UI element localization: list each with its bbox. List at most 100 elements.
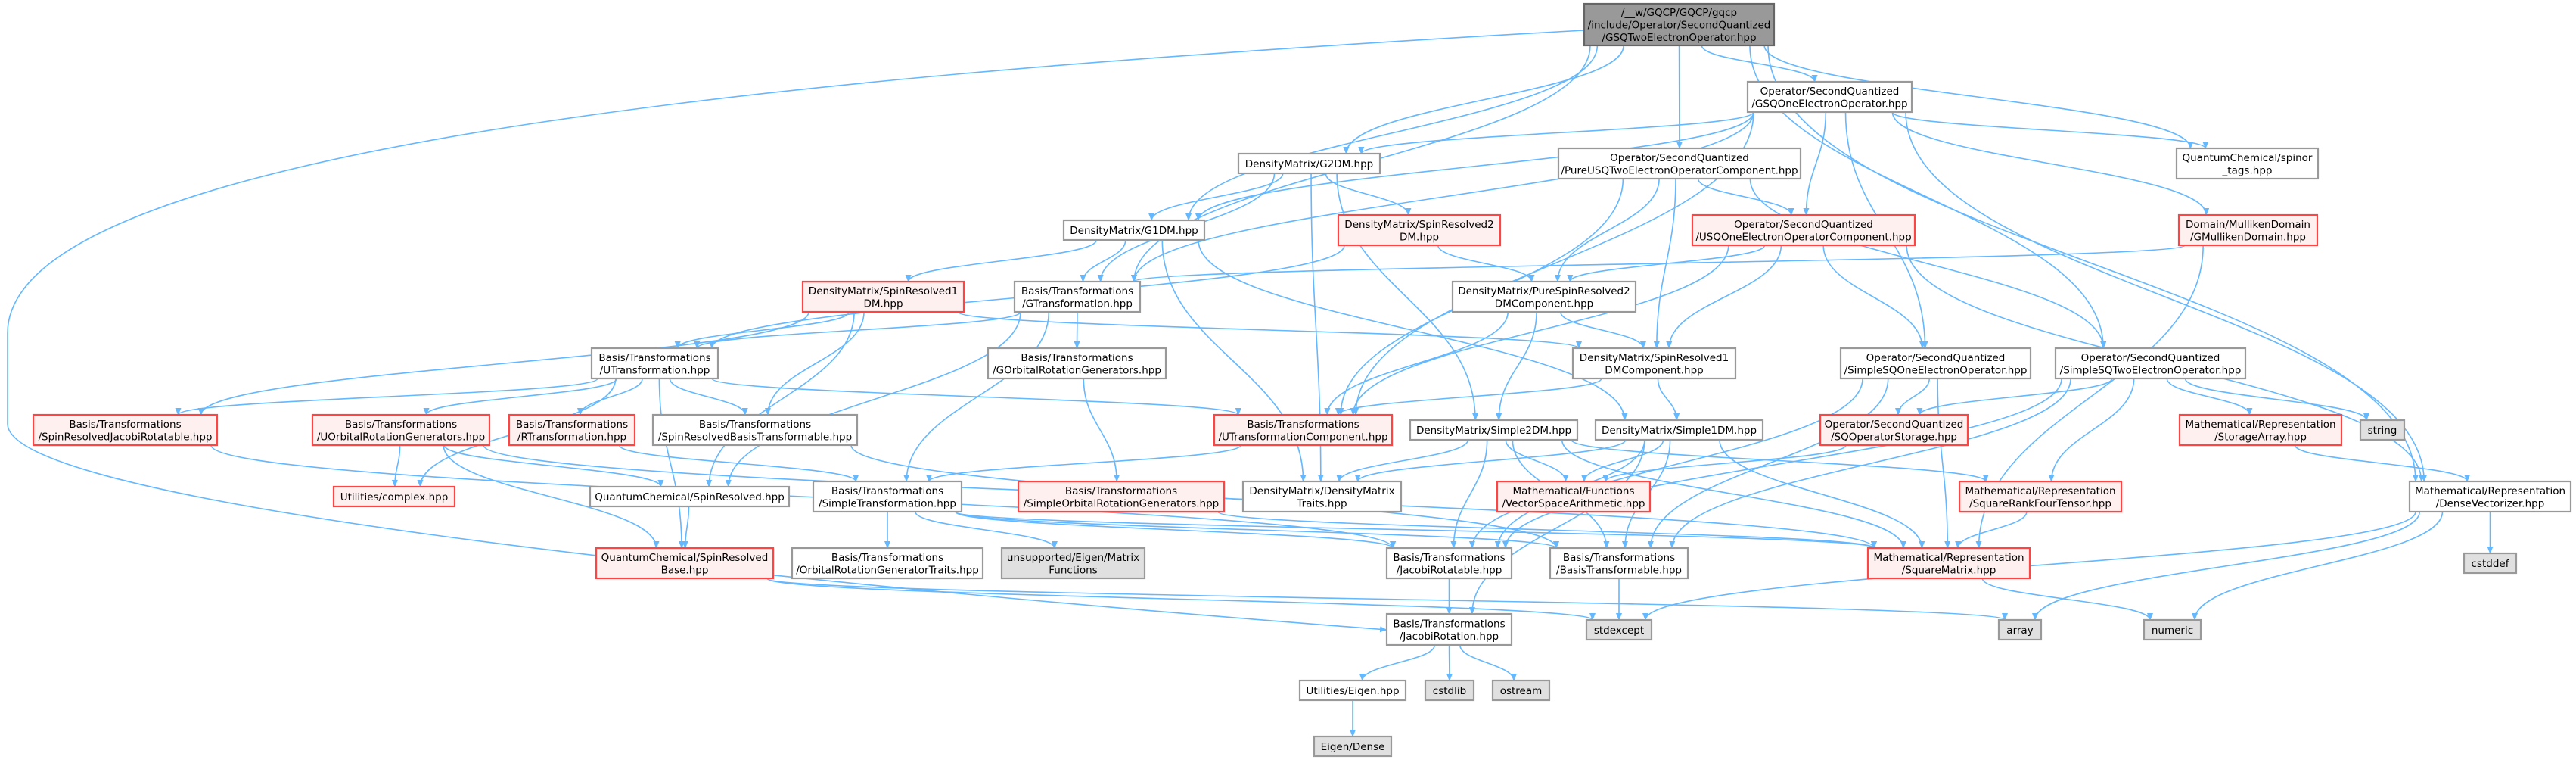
node-box[interactable] — [1958, 480, 2123, 513]
node-vsa[interactable]: Mathematical/Functions/VectorSpaceArithm… — [1496, 480, 1652, 513]
node-simpleorbgen[interactable]: Basis/Transformations/SimpleOrbitalRotat… — [1017, 480, 1226, 513]
edge-simple1dm-to-dmtraits — [1354, 439, 1627, 482]
node-sr1dmc[interactable]: DensityMatrix/SpinResolved1DMComponent.h… — [1571, 347, 1737, 380]
node-mulliken[interactable]: Domain/MullikenDomain/GMullikenDomain.hp… — [2177, 213, 2319, 247]
node-utrans[interactable]: Basis/Transformations/UTransformation.hp… — [590, 347, 719, 380]
node-box[interactable] — [1409, 419, 1579, 441]
node-label: Operator/SecondQuantized — [1825, 419, 1964, 431]
node-box[interactable] — [589, 485, 791, 508]
node-utranscomp[interactable]: Basis/Transformations/UTransformationCom… — [1213, 413, 1394, 447]
node-g2dm[interactable]: DensityMatrix/G2DM.hpp — [1237, 152, 1381, 175]
node-box[interactable] — [2177, 213, 2319, 247]
edge-gsqone-to-g1dm — [1195, 111, 1754, 221]
node-box[interactable] — [311, 413, 491, 447]
node-storagearray[interactable]: Mathematical/Representation/StorageArray… — [2178, 413, 2343, 447]
node-orbtraits[interactable]: Basis/Transformations/OrbitalRotationGen… — [791, 547, 984, 580]
node-spinor[interactable]: QuantumChemical/spinor_tags.hpp — [2175, 147, 2320, 180]
node-gsqone[interactable]: Operator/SecondQuantized/GSQOneElectronO… — [1746, 80, 1913, 114]
node-label: /SimpleSQOneElectronOperator.hpp — [1844, 364, 2028, 376]
node-srjacobi[interactable]: Basis/Transformations/SpinResolvedJacobi… — [32, 413, 219, 447]
node-box[interactable] — [332, 485, 456, 508]
node-box[interactable] — [1017, 480, 1226, 513]
node-box[interactable] — [2054, 347, 2247, 380]
node-box[interactable] — [1746, 80, 1913, 114]
node-jacobirotation[interactable]: Basis/Transformations/JacobiRotation.hpp — [1385, 612, 1513, 646]
edge-simpletrans-to-squarematrix — [955, 511, 1877, 549]
node-utileigen[interactable]: Utilities/Eigen.hpp — [1298, 679, 1407, 702]
node-box[interactable] — [791, 547, 984, 580]
node-box[interactable] — [590, 347, 719, 380]
node-box[interactable] — [2178, 413, 2343, 447]
node-box[interactable] — [1241, 480, 1403, 513]
node-simpletrans[interactable]: Basis/Transformations/SimpleTransformati… — [812, 480, 963, 513]
node-box[interactable] — [987, 347, 1167, 380]
node-simple2dm[interactable]: DensityMatrix/Simple2DM.hpp — [1409, 419, 1579, 441]
node-box[interactable] — [1013, 280, 1142, 313]
node-box[interactable] — [1691, 213, 1916, 247]
edge-sr1dm-to-sr1dmc — [957, 311, 1582, 349]
node-simplesqtwo[interactable]: Operator/SecondQuantized/SimpleSQTwoElec… — [2054, 347, 2247, 380]
node-simplesqone[interactable]: Operator/SecondQuantized/SimpleSQOneElec… — [1839, 347, 2032, 380]
node-box[interactable] — [2175, 147, 2320, 180]
node-box[interactable] — [1213, 413, 1394, 447]
node-label: Operator/SecondQuantized — [1734, 219, 1873, 231]
node-sqstorage[interactable]: Operator/SecondQuantized/SQOperatorStora… — [1819, 413, 1969, 447]
node-gorbgen[interactable]: Basis/Transformations/GOrbitalRotationGe… — [987, 347, 1167, 380]
node-g1dm[interactable]: DensityMatrix/G1DM.hpp — [1062, 219, 1206, 241]
node-complex[interactable]: Utilities/complex.hpp — [332, 485, 456, 508]
node-box[interactable] — [1571, 347, 1737, 380]
node-uorbgen[interactable]: Basis/Transformations/UOrbitalRotationGe… — [311, 413, 491, 447]
node-box[interactable] — [1298, 679, 1407, 702]
node-box[interactable] — [1385, 547, 1513, 580]
node-usqone[interactable]: Operator/SecondQuantized/USQOneElectronO… — [1691, 213, 1916, 247]
node-box[interactable] — [1866, 547, 2031, 580]
node-jacobirotatable[interactable]: Basis/Transformations/JacobiRotatable.hp… — [1385, 547, 1513, 580]
node-label: DensityMatrix/SpinResolved1 — [809, 285, 958, 297]
node-pureusq[interactable]: Operator/SecondQuantized/PureUSQTwoElect… — [1557, 147, 1802, 180]
node-box[interactable] — [1337, 213, 1502, 247]
node-label: DensityMatrix/DensityMatrix — [1249, 485, 1394, 497]
node-spinresolved[interactable]: QuantumChemical/SpinResolved.hpp — [589, 485, 791, 508]
node-box[interactable] — [1237, 152, 1381, 175]
node-box[interactable] — [1839, 347, 2032, 380]
node-box — [1491, 679, 1551, 702]
node-box[interactable] — [32, 413, 219, 447]
node-box[interactable] — [801, 280, 965, 313]
node-box[interactable] — [1451, 280, 1637, 313]
edge-rtrans-to-simpletrans — [618, 444, 859, 482]
node-array: array — [1997, 618, 2043, 641]
node-gtrans[interactable]: Basis/Transformations/GTransformation.hp… — [1013, 280, 1142, 313]
node-rtrans[interactable]: Basis/Transformations/RTransformation.hp… — [508, 413, 636, 447]
node-box[interactable] — [1496, 480, 1652, 513]
node-box[interactable] — [812, 480, 963, 513]
node-box[interactable] — [1549, 547, 1689, 580]
node-box[interactable] — [651, 413, 859, 447]
node-box[interactable] — [1819, 413, 1969, 447]
node-box[interactable] — [1557, 147, 1802, 180]
node-box[interactable] — [508, 413, 636, 447]
node-label: /JacobiRotatable.hpp — [1397, 564, 1502, 576]
node-box[interactable] — [1385, 612, 1513, 646]
node-box[interactable] — [2408, 480, 2572, 513]
node-label: _tags.hpp — [2222, 164, 2273, 176]
node-simple1dm[interactable]: DensityMatrix/Simple1DM.hpp — [1594, 419, 1764, 441]
node-densevec[interactable]: Mathematical/Representation/DenseVectori… — [2408, 480, 2572, 513]
node-box[interactable] — [1062, 219, 1206, 241]
node-srft[interactable]: Mathematical/Representation/SquareRankFo… — [1958, 480, 2123, 513]
node-box[interactable] — [595, 547, 775, 580]
edge-utrans-to-uorbgen — [423, 378, 617, 416]
node-pure2dmc[interactable]: DensityMatrix/PureSpinResolved2DMCompone… — [1451, 280, 1637, 313]
edge-simpletrans-to-jacobirotatable — [955, 511, 1397, 549]
node-basistransformable[interactable]: Basis/Transformations/BasisTransformable… — [1549, 547, 1689, 580]
node-srbasis[interactable]: Basis/Transformations/SpinResolvedBasisT… — [651, 413, 859, 447]
node-label: Basis/Transformations — [598, 352, 710, 364]
node-squarematrix[interactable]: Mathematical/Representation/SquareMatrix… — [1866, 547, 2031, 580]
edge-simple1dm-to-jacobirotation — [1468, 439, 1645, 615]
node-ostream: ostream — [1491, 679, 1551, 702]
node-box[interactable] — [1594, 419, 1764, 441]
